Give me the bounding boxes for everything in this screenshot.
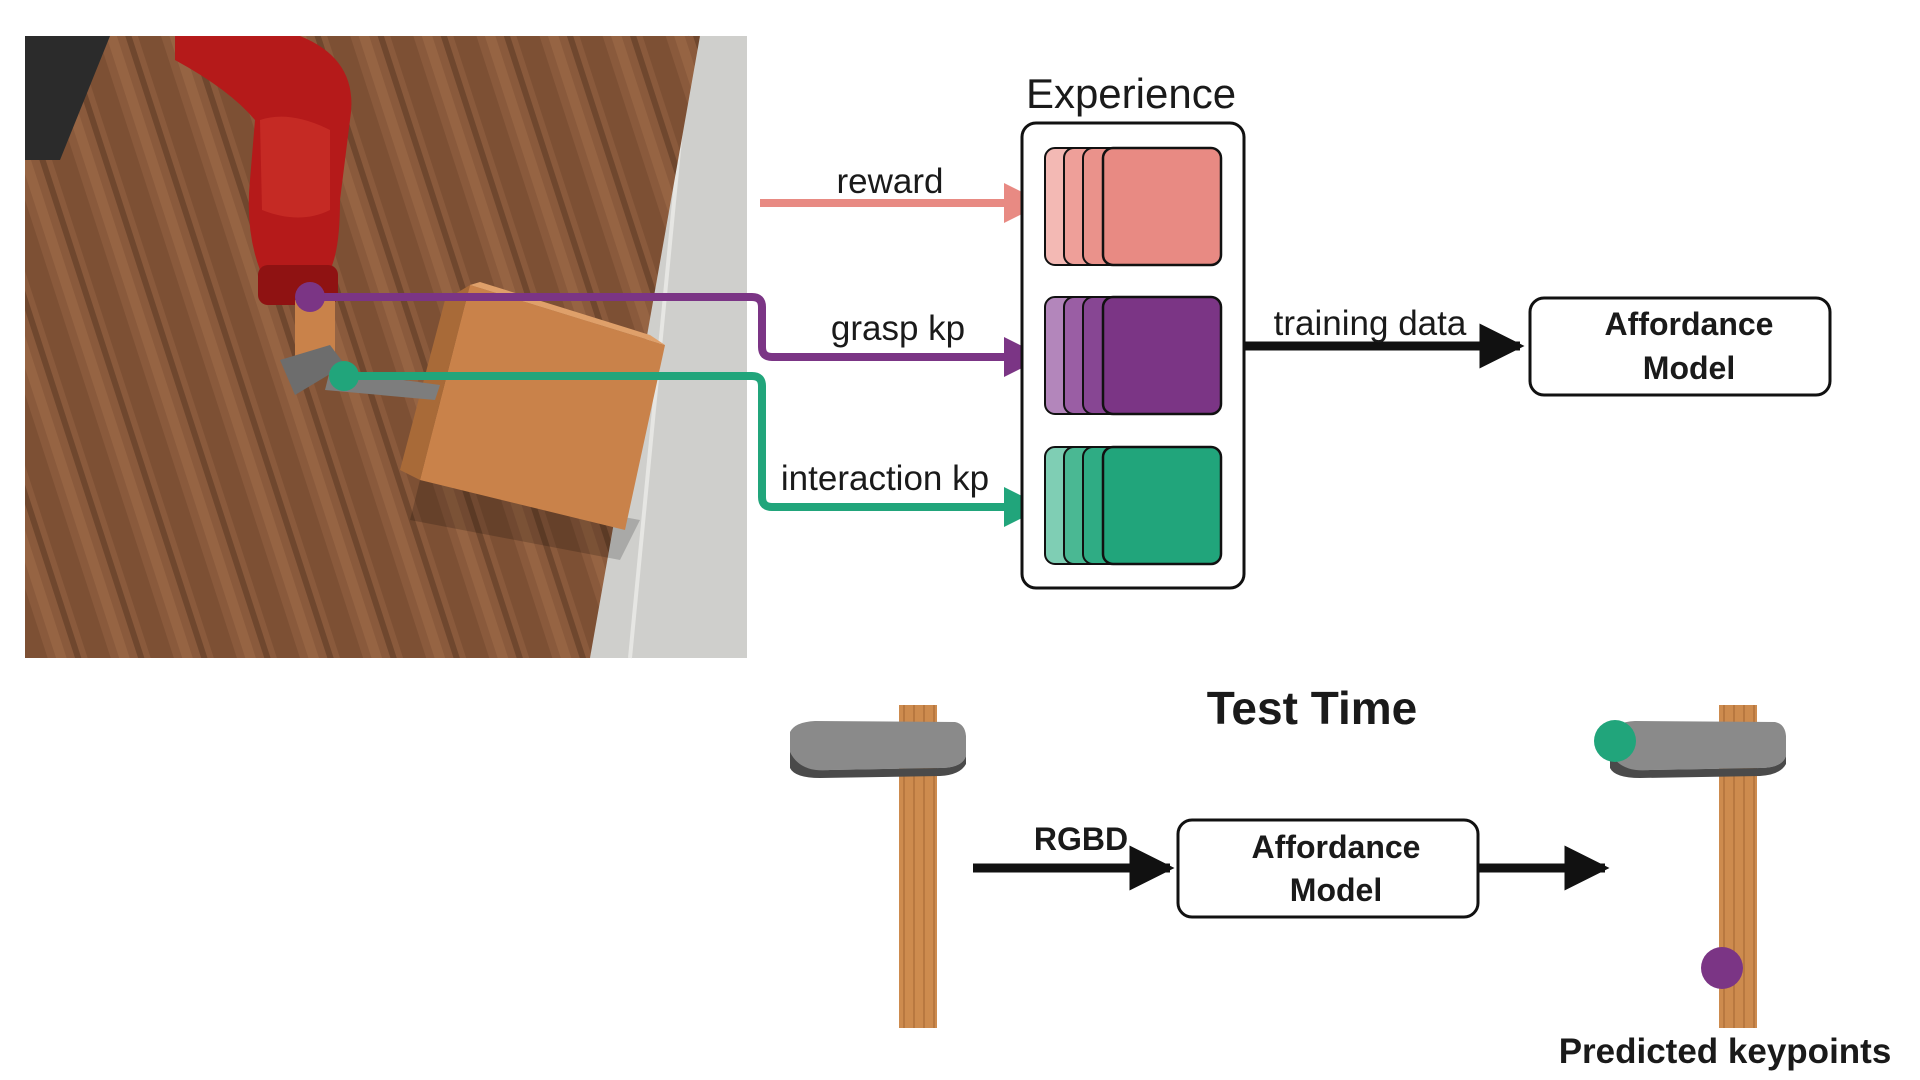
test-time-title: Test Time (1207, 682, 1417, 734)
affordance-model-train-line1: Affordance (1605, 306, 1774, 342)
interaction-stream: interaction kp (329, 361, 1044, 527)
grasp-stream: grasp kp (295, 282, 1044, 377)
affordance-model-box-train (1528, 296, 1832, 397)
experience-buffer: Experience (1020, 70, 1246, 590)
training-flow: training data Affordance Model (1244, 296, 1832, 397)
predicted-grasp-keypoint (1701, 947, 1743, 989)
grasp-kp-label: grasp kp (831, 309, 965, 348)
training-data-label: training data (1274, 304, 1467, 343)
affordance-model-test-line1: Affordance (1252, 829, 1421, 865)
simulation-scene (25, 35, 747, 659)
interaction-keypoint-marker (329, 361, 359, 391)
test-time-section: Test Time RGBD Affordance Model Predicte… (790, 682, 1891, 1071)
input-hammer (790, 705, 966, 1028)
interaction-stack (1044, 445, 1223, 566)
predicted-keypoints-caption: Predicted keypoints (1559, 1032, 1892, 1071)
grasp-stack (1044, 295, 1223, 416)
rgbd-label: RGBD (1034, 821, 1128, 857)
reward-stack (1044, 146, 1223, 267)
affordance-model-test-line2: Model (1290, 872, 1382, 908)
predicted-interaction-keypoint (1594, 720, 1636, 762)
reward-stream: reward (760, 162, 1044, 223)
interaction-kp-label: interaction kp (781, 459, 989, 498)
reward-label: reward (837, 162, 944, 201)
experience-title: Experience (1026, 70, 1236, 117)
robot-arm (175, 36, 352, 360)
grasp-keypoint-marker (295, 282, 325, 312)
affordance-model-train-line2: Model (1643, 350, 1735, 386)
output-hammer (1594, 705, 1786, 1028)
